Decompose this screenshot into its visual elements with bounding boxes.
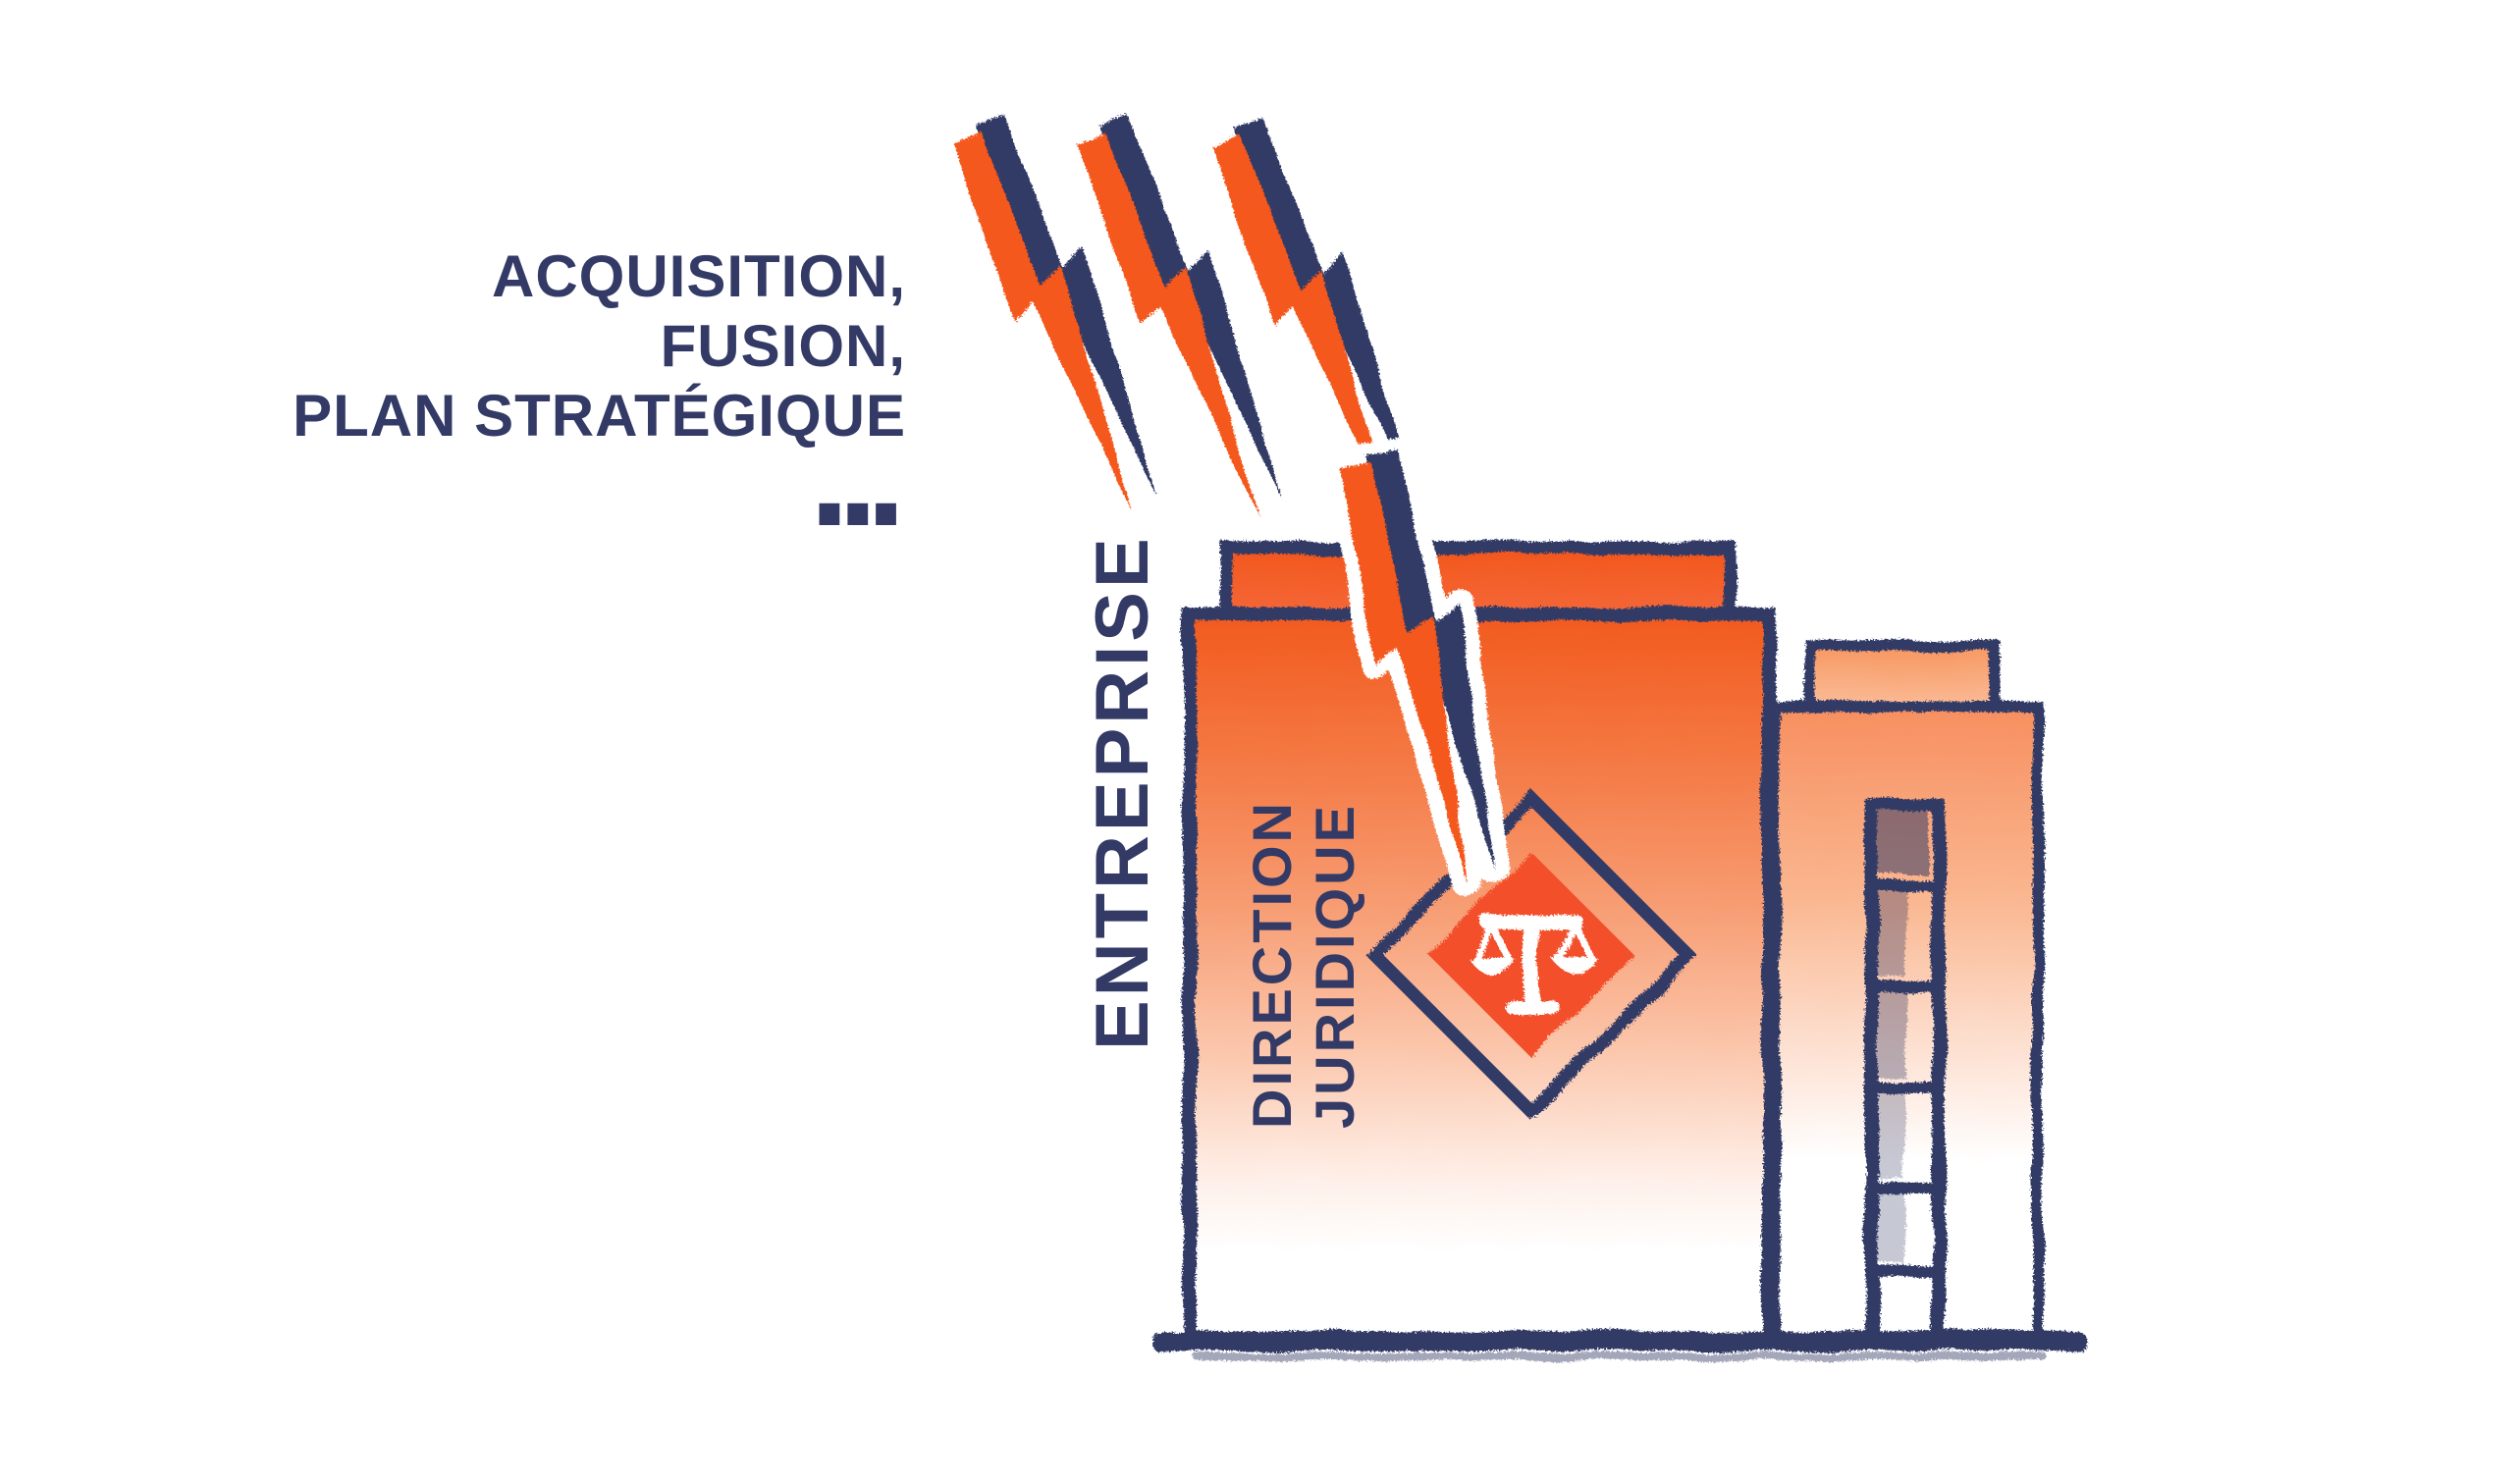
threats-line-3: PLAN STRATÉGIQUE [293,383,906,449]
ladder-rung [1865,1083,1946,1093]
threats-line-1: ACQUISITION, [491,243,906,309]
department-line-direction: DIRECTION [1241,800,1303,1129]
entreprise-label: ENTREPRISE [1081,534,1164,1050]
ellipsis-dots: ... [807,417,908,553]
ladder-rung [1865,1184,1946,1194]
ladder-rung [1865,880,1946,891]
threats-line-2: FUSION, [660,313,906,379]
ladder-rung [1865,981,1946,992]
scales-of-justice-icon [1469,915,1599,1014]
ladder-rung [1865,1266,1946,1277]
ladder [1865,800,1946,1338]
threats-caption: ACQUISITION, FUSION, PLAN STRATÉGIQUE ..… [293,241,908,553]
ground-line [1151,1331,2085,1360]
department-line-juridique: JURIDIQUE [1304,803,1365,1129]
department-label: DIRECTION JURIDIQUE [1241,800,1366,1129]
